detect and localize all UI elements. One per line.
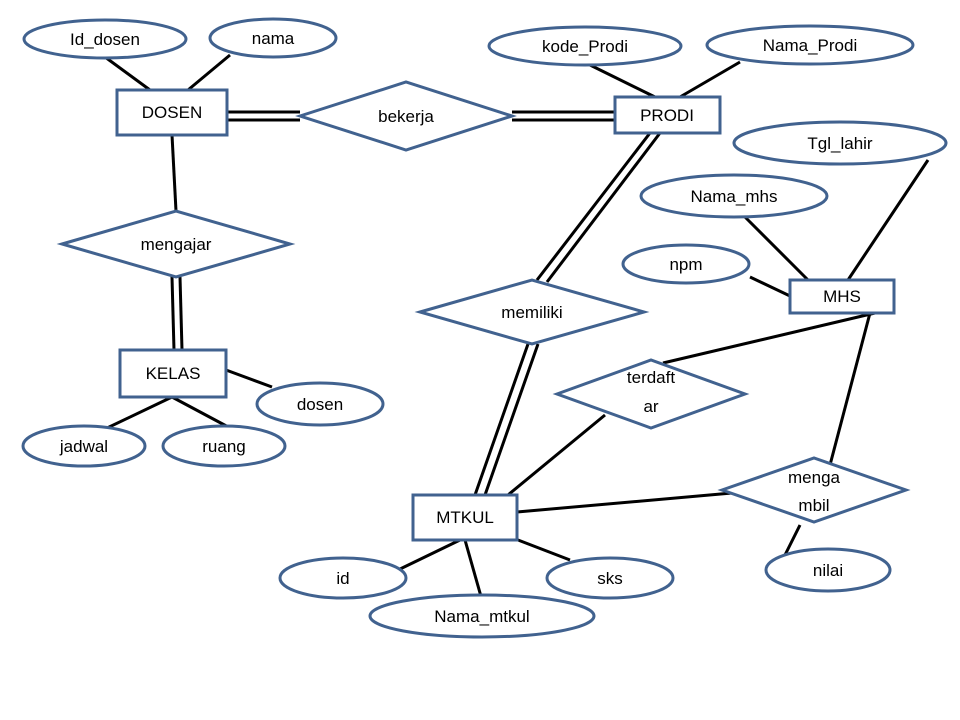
connector-prodi-kode-prodi xyxy=(589,63,656,99)
attribute-id-dosen: Id_dosen xyxy=(22,18,188,60)
connector-kelas-jadwal xyxy=(104,395,173,431)
relationship-mengambil: menga mbil xyxy=(717,456,911,524)
connector-mengambil-nilai xyxy=(783,524,802,556)
relationship-terdaftar: terdaft ar xyxy=(552,358,750,430)
entity-mhs: MHS xyxy=(788,278,896,315)
attribute-nilai: nilai xyxy=(764,547,892,593)
attribute-jadwal-label: jadwal xyxy=(59,437,108,456)
relationship-memiliki-label: memiliki xyxy=(501,303,562,322)
relationship-memiliki: memiliki xyxy=(414,278,650,346)
connector-kelas-ruang xyxy=(171,395,233,431)
connector-mtkul-id xyxy=(397,538,461,572)
entity-mhs-label: MHS xyxy=(823,287,861,306)
relationship-mengambil-label-line2: mbil xyxy=(798,496,829,515)
connector-dosen-bekerja-double xyxy=(227,110,300,122)
attribute-nama-mhs: Nama_mhs xyxy=(639,173,829,219)
relationship-mengajar: mengajar xyxy=(56,209,296,279)
entity-kelas: KELAS xyxy=(118,348,228,399)
connector-mhs-tgl-lahir xyxy=(846,159,930,281)
attribute-nama-prodi-label: Nama_Prodi xyxy=(763,36,858,55)
attribute-kode-prodi-label: kode_Prodi xyxy=(542,37,628,56)
attribute-nama: nama xyxy=(208,17,338,59)
attribute-id: id xyxy=(278,556,408,600)
attribute-id-label: id xyxy=(336,569,349,588)
entity-prodi-label: PRODI xyxy=(640,106,694,125)
attribute-sks-label: sks xyxy=(597,569,623,588)
relationship-mengajar-label: mengajar xyxy=(141,235,212,254)
attribute-ruang-label: ruang xyxy=(202,437,245,456)
relationship-mengambil-label-line1: menga xyxy=(788,468,841,487)
connector-dosen-id-dosen xyxy=(104,55,151,92)
connector-bekerja-prodi-double xyxy=(512,110,615,122)
attribute-nama-mtkul: Nama_mtkul xyxy=(368,593,596,639)
attribute-npm: npm xyxy=(621,243,751,285)
connector-mtkul-sks xyxy=(517,538,571,562)
attribute-nilai-label: nilai xyxy=(813,561,843,580)
entity-dosen: DOSEN xyxy=(115,88,229,137)
relationship-bekerja: bekerja xyxy=(295,80,517,152)
connector-dosen-mengajar xyxy=(170,134,178,212)
entity-kelas-label: KELAS xyxy=(146,364,201,383)
attribute-npm-label: npm xyxy=(669,255,702,274)
attribute-dosen-label: dosen xyxy=(297,395,343,414)
entity-dosen-label: DOSEN xyxy=(142,103,202,122)
attribute-ruang: ruang xyxy=(161,424,287,468)
entity-prodi: PRODI xyxy=(613,95,722,135)
connector-prodi-nama-prodi xyxy=(679,60,741,99)
attribute-kode-prodi: kode_Prodi xyxy=(487,25,683,67)
attribute-id-dosen-label: Id_dosen xyxy=(70,30,140,49)
connector-prodi-memiliki-double xyxy=(535,132,662,283)
attribute-nama-prodi: Nama_Prodi xyxy=(705,24,915,66)
relationship-terdaftar-label-line1: terdaft xyxy=(627,368,675,387)
connector-mtkul-mengambil xyxy=(516,491,733,514)
connector-kelas-dosen xyxy=(225,368,273,389)
connector-memiliki-mtkul-double xyxy=(473,343,540,496)
connector-mhs-npm xyxy=(749,275,791,298)
connector-mtkul-nama-mtkul xyxy=(463,539,484,601)
attribute-jadwal: jadwal xyxy=(21,424,147,468)
connector-mhs-terdaftar xyxy=(662,311,876,365)
attribute-nama-mtkul-label: Nama_mtkul xyxy=(434,607,529,626)
attribute-tgl-lahir-label: Tgl_lahir xyxy=(807,134,873,153)
attribute-nama-mhs-label: Nama_mhs xyxy=(691,187,778,206)
connector-mhs-nama-mhs xyxy=(743,215,810,282)
connector-mengajar-kelas-double xyxy=(170,276,184,351)
relationship-bekerja-label: bekerja xyxy=(378,107,434,126)
relationship-terdaftar-label-line2: ar xyxy=(643,397,658,416)
attribute-tgl-lahir: Tgl_lahir xyxy=(732,120,948,166)
connector-dosen-nama xyxy=(187,53,231,92)
attribute-sks: sks xyxy=(545,556,675,600)
attribute-dosen: dosen xyxy=(255,381,385,427)
connectors xyxy=(104,53,930,601)
attribute-nama-label: nama xyxy=(252,29,295,48)
connector-terdaftar-mtkul xyxy=(507,413,606,497)
entity-mtkul: MTKUL xyxy=(411,493,519,542)
entity-mtkul-label: MTKUL xyxy=(436,508,494,527)
connector-mhs-mengambil xyxy=(828,312,872,466)
